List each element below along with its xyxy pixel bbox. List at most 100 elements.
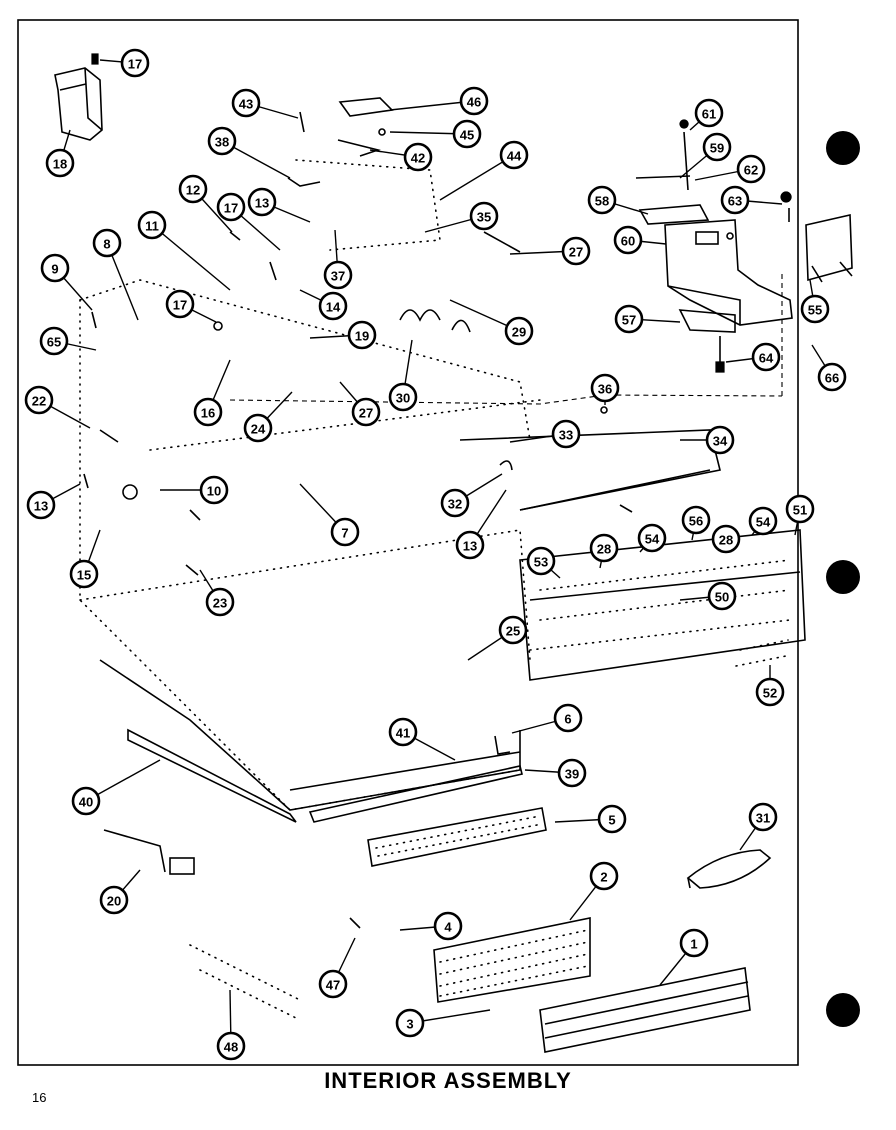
callout-circle: [45, 148, 75, 178]
callout-12: 12: [178, 174, 208, 204]
callout-44: 44: [499, 140, 529, 170]
callout-55: 55: [800, 294, 830, 324]
callout-4: 4: [433, 911, 463, 941]
callout-circle: [193, 397, 223, 427]
callout-circle: [614, 304, 644, 334]
callout-number: 59: [710, 141, 724, 156]
callout-30: 30: [388, 382, 418, 412]
callout-number: 45: [460, 128, 474, 143]
callout-circle: [557, 758, 587, 788]
part-52: [735, 639, 789, 667]
callout-circle: [330, 517, 360, 547]
callout-circle: [705, 425, 735, 455]
callout-circle: [459, 86, 489, 116]
callout-circle: [216, 192, 246, 222]
callout-number: 24: [251, 422, 266, 437]
callout-number: 56: [689, 514, 703, 529]
callout-number: 52: [763, 686, 777, 701]
callout-34: 34: [705, 425, 735, 455]
callout-circle: [694, 98, 724, 128]
callout-59: 59: [702, 132, 732, 162]
callout-number: 9: [51, 262, 58, 277]
part-5-grille: [367, 807, 547, 867]
callout-circle: [498, 615, 528, 645]
callout-number: 54: [756, 515, 771, 530]
callout-13: 13: [455, 530, 485, 560]
callout-number: 37: [331, 269, 345, 284]
callout-13: 13: [247, 187, 277, 217]
callout-circle: [702, 132, 732, 162]
callout-circle: [817, 362, 847, 392]
callout-number: 12: [186, 183, 200, 198]
callout-38: 38: [207, 126, 237, 156]
callout-42: 42: [403, 142, 433, 172]
callout-circle: [207, 126, 237, 156]
callout-60: 60: [613, 225, 643, 255]
callout-circle: [440, 488, 470, 518]
callout-number: 39: [565, 767, 579, 782]
callout-number: 51: [793, 503, 807, 518]
punch-hole-bottom: [826, 993, 860, 1027]
callout-8: 8: [92, 228, 122, 258]
callout-number: 35: [477, 210, 491, 225]
callout-9: 9: [40, 253, 70, 283]
callout-number: 29: [512, 325, 526, 340]
callout-number: 25: [506, 624, 520, 639]
callout-circle: [199, 475, 229, 505]
callout-17: 17: [216, 192, 246, 222]
callout-32: 32: [440, 488, 470, 518]
callout-27: 27: [561, 236, 591, 266]
callout-circle: [216, 1031, 246, 1061]
callout-circle: [590, 373, 620, 403]
callout-circle: [205, 587, 235, 617]
part-55-plate: [805, 214, 853, 283]
callout-52: 52: [755, 677, 785, 707]
part-18-bracket: [54, 53, 103, 141]
callout-36: 36: [590, 373, 620, 403]
callout-circle: [24, 385, 54, 415]
punch-hole-top: [826, 131, 860, 165]
callout-number: 17: [224, 201, 238, 216]
callout-number: 62: [744, 163, 758, 178]
callout-number: 27: [359, 406, 373, 421]
callout-19: 19: [347, 320, 377, 350]
callout-28: 28: [711, 524, 741, 554]
callout-number: 41: [396, 726, 410, 741]
callout-circle: [551, 419, 581, 449]
callout-number: 61: [702, 107, 716, 122]
callout-circle: [637, 523, 667, 553]
callout-65: 65: [39, 326, 69, 356]
callout-circle: [318, 969, 348, 999]
callout-circle: [526, 546, 556, 576]
callout-circle: [26, 490, 56, 520]
callout-circle: [69, 559, 99, 589]
part-2-mesh: [433, 917, 591, 1003]
callout-circle: [403, 142, 433, 172]
callout-circle: [247, 187, 277, 217]
callout-25: 25: [498, 615, 528, 645]
callout-number: 32: [448, 497, 462, 512]
callout-54: 54: [637, 523, 667, 553]
callout-circle: [351, 397, 381, 427]
callout-18: 18: [45, 148, 75, 178]
callout-circle: [720, 185, 750, 215]
callout-63: 63: [720, 185, 750, 215]
callout-20: 20: [99, 885, 129, 915]
callout-number: 3: [406, 1017, 413, 1032]
callout-number: 60: [621, 234, 635, 249]
callout-number: 28: [719, 533, 733, 548]
callout-58: 58: [587, 185, 617, 215]
callout-number: 13: [463, 539, 477, 554]
callout-number: 7: [341, 526, 348, 541]
callout-number: 2: [600, 870, 607, 885]
callout-number: 16: [201, 406, 215, 421]
callout-17: 17: [165, 289, 195, 319]
callout-circle: [589, 861, 619, 891]
callout-circle: [707, 581, 737, 611]
callout-circle: [751, 342, 781, 372]
leader-line: [439, 154, 515, 201]
callout-2: 2: [589, 861, 619, 891]
callout-number: 11: [145, 219, 159, 234]
